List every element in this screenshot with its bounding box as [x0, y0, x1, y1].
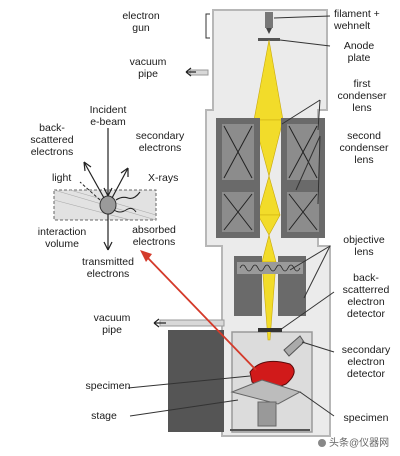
label-vacuum-pipe-bottom: vacuum pipe	[93, 312, 131, 336]
backscatter-arrow	[83, 161, 105, 199]
label-specimen-left: specimen	[85, 380, 131, 392]
interaction-diagram	[53, 128, 157, 251]
label-secondary-detector: secondary electron detector	[341, 344, 391, 380]
label-absorbed-electrons: absorbed electrons	[132, 224, 176, 248]
label-interaction-volume: interaction volume	[37, 226, 87, 250]
filament-icon	[265, 12, 273, 34]
label-stage: stage	[91, 410, 117, 422]
absorbed-arrow	[113, 207, 137, 213]
red-pointer-arrow	[145, 255, 257, 371]
xray-arrow	[115, 191, 141, 201]
label-specimen-right: specimen	[343, 412, 389, 424]
stage-icon	[230, 379, 310, 431]
label-light: light	[52, 172, 72, 184]
vacuum-pipe-top	[185, 67, 209, 77]
label-backscattered-detector: back- scatterred electron detector	[342, 272, 390, 320]
label-incident-beam: Incident e-beam	[89, 104, 127, 128]
label-objective-lens: objective lens	[343, 234, 385, 258]
backscatter-detector	[258, 328, 282, 332]
label-secondary-electrons: secondary electrons	[135, 130, 185, 154]
leader-lines	[127, 13, 335, 417]
first-condenser-lens	[216, 118, 325, 186]
second-condenser-lens	[216, 186, 325, 238]
vacuum-pipe-bottom	[153, 318, 225, 328]
label-second-condenser: second condenser lens	[339, 130, 389, 166]
label-transmitted-electrons: transmitted electrons	[82, 256, 134, 280]
label-vacuum-pipe-top: vacuum pipe	[129, 56, 167, 80]
label-backscattered-electrons: back- scattered electrons	[30, 122, 74, 158]
label-filament: filament + wehnelt	[334, 8, 380, 32]
label-anode: Anode plate	[343, 40, 375, 64]
label-xrays: X-rays	[148, 172, 179, 184]
watermark-text: 头条@仪器网	[329, 438, 390, 449]
electron-beam	[253, 39, 284, 341]
label-first-condenser: first condenser lens	[337, 78, 387, 114]
watermark: 头条@仪器网	[318, 436, 400, 452]
secondary-arrow	[111, 167, 129, 199]
anode-plate	[258, 38, 280, 41]
objective-lens	[234, 256, 306, 316]
secondary-detector	[283, 335, 305, 357]
watermark-icon	[318, 439, 326, 448]
light-arrow	[79, 181, 101, 201]
label-electron-gun: electron gun	[122, 10, 160, 34]
